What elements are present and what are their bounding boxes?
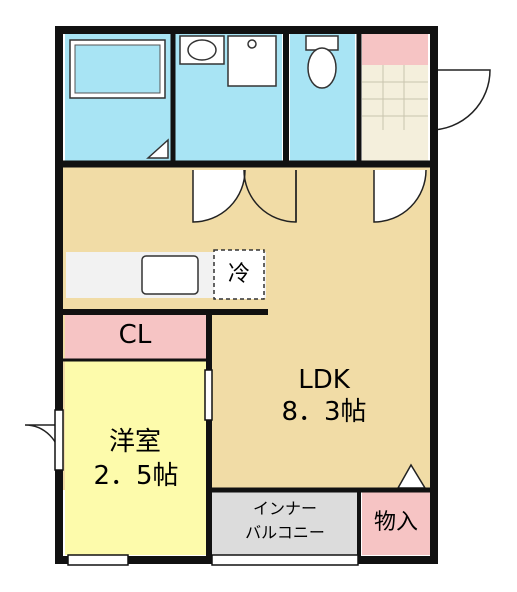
washing-machine-drain — [247, 39, 257, 49]
fridge-label: 冷 — [227, 262, 250, 287]
inner-balcony-label-line1: インナー — [252, 499, 317, 518]
toilet-bowl — [307, 47, 337, 89]
western-room-size-label: 2．5帖 — [93, 461, 179, 491]
windows — [54, 369, 359, 566]
walls — [55, 26, 438, 564]
inner-balcony-label-line2: バルコニー — [245, 523, 325, 542]
entrance-tile — [362, 65, 428, 161]
ldk-size-label: 8．3帖 — [281, 397, 367, 427]
inner-balcony-area — [212, 492, 358, 555]
closet-area — [65, 315, 208, 360]
bathtub-basin — [74, 44, 161, 94]
storage-area — [362, 492, 430, 555]
entrance-shoe-box — [362, 33, 428, 65]
entrance-tile-grid — [362, 65, 428, 130]
kitchen-sink — [141, 255, 199, 295]
door-swings — [24, 69, 491, 461]
western-room-name-label: 洋室 — [108, 427, 161, 457]
storage-label: 物入 — [373, 510, 418, 535]
ldk-name-label: LDK — [298, 365, 350, 395]
washbasin-bowl — [187, 39, 217, 61]
western-room-floor — [65, 360, 208, 555]
washing-machine-space — [227, 35, 277, 87]
closet-label: CL — [118, 320, 152, 350]
bathroom-step — [146, 138, 169, 159]
fridge-space — [213, 249, 265, 300]
